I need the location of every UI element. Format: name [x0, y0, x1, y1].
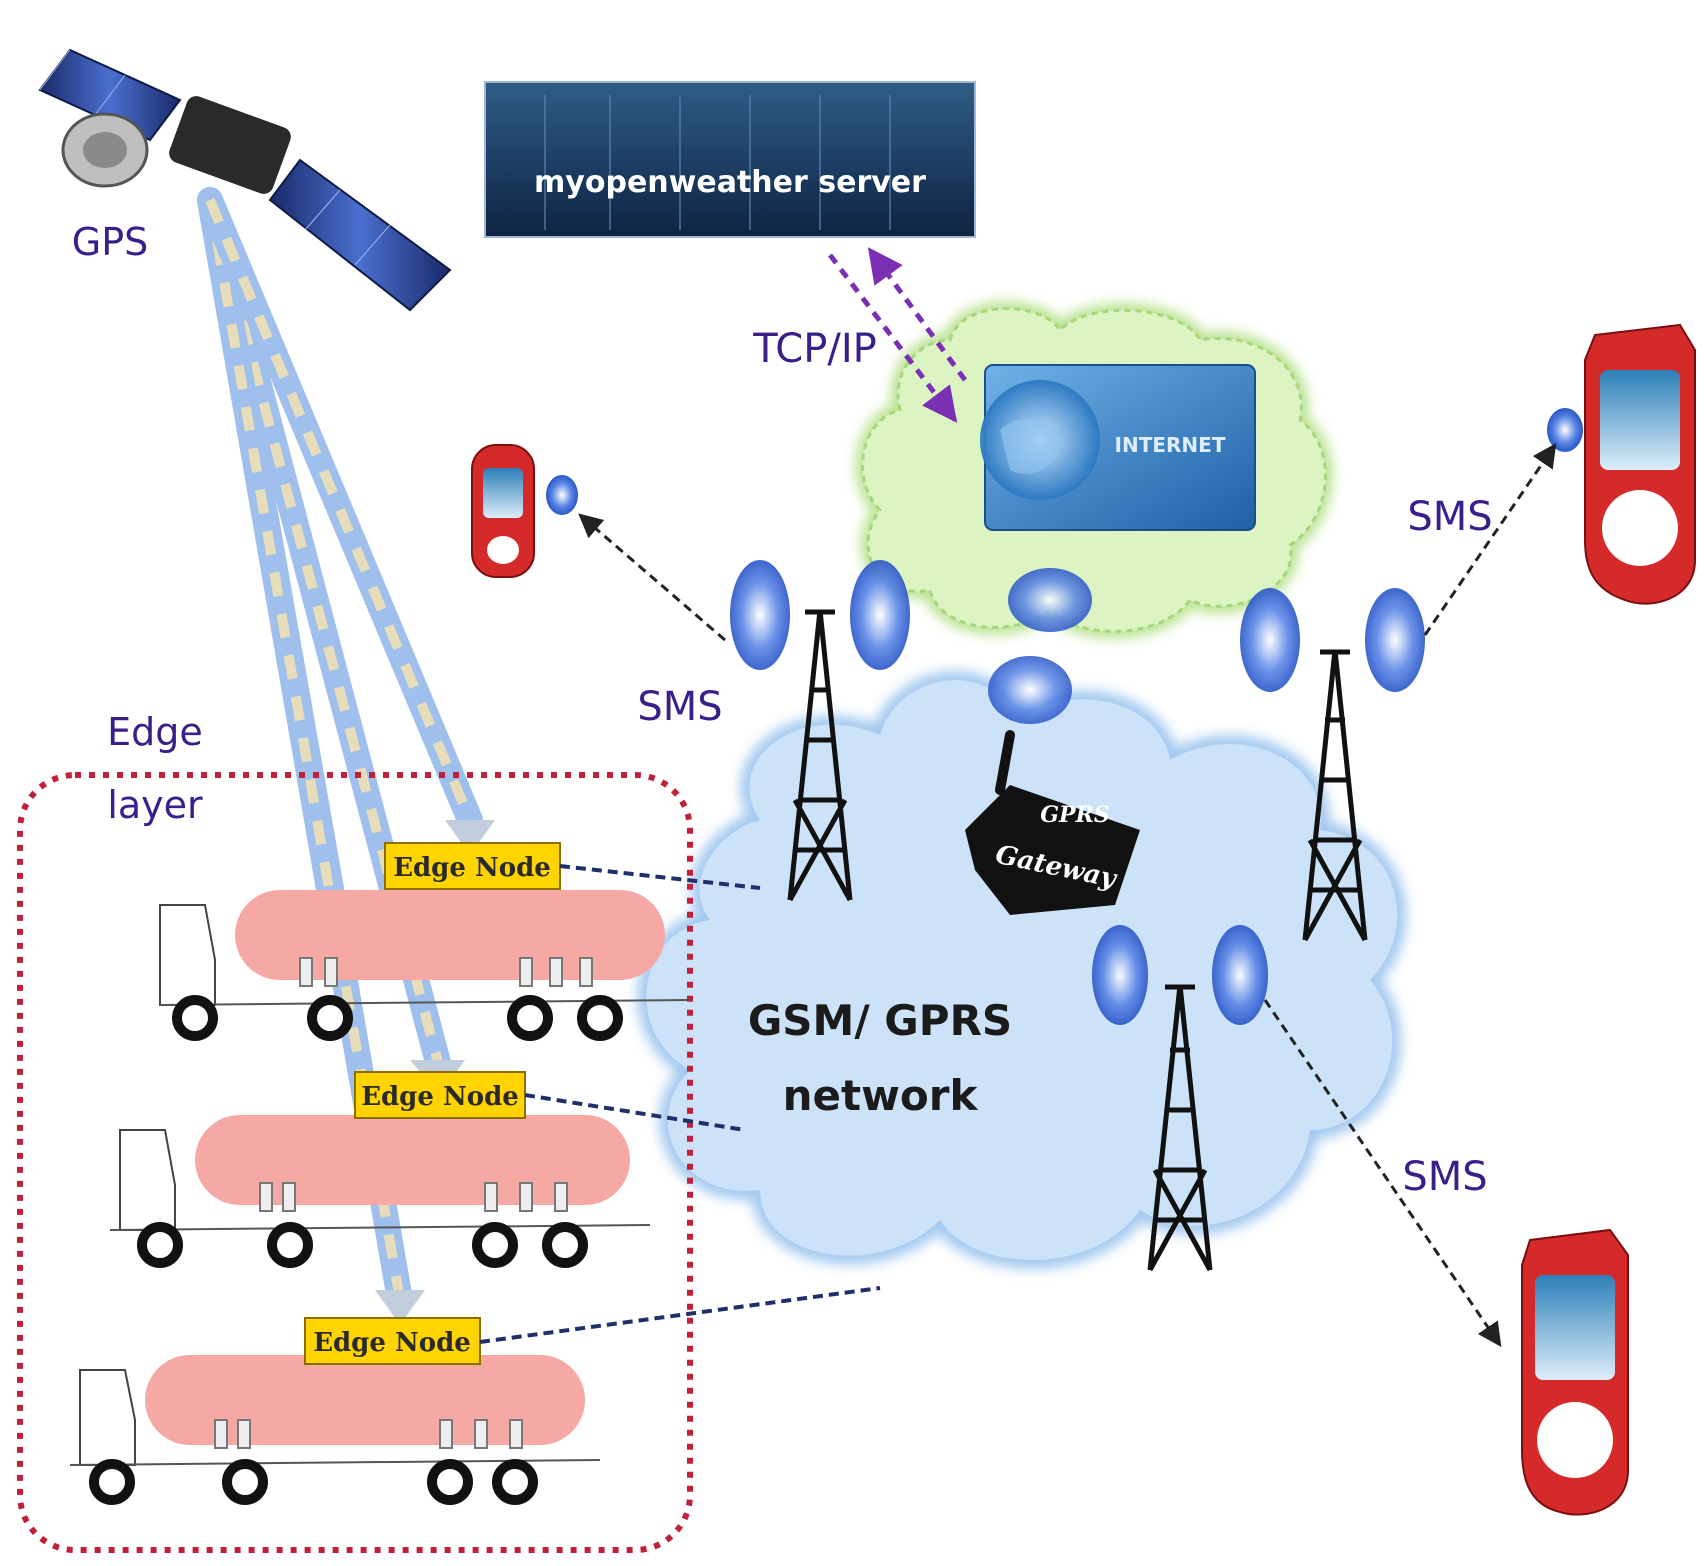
phone-icon	[1521, 1228, 1629, 1516]
sms-links	[578, 443, 1557, 1347]
tower-icon	[1240, 588, 1425, 942]
gps-label: GPS	[72, 220, 148, 264]
wave-icon	[988, 568, 1092, 724]
internet-icon: INTERNET	[980, 364, 1256, 531]
edge-node: Edge Node	[384, 842, 561, 890]
gprs-gateway-icon: GPRS Gateway	[965, 730, 1140, 915]
gateway-label-1: GPRS	[1040, 802, 1110, 828]
sms-label-1: SMS	[637, 684, 722, 730]
sms-label-2: SMS	[1407, 494, 1492, 540]
tcpip-link	[828, 247, 968, 423]
tower-icon	[730, 560, 910, 902]
phone-icon	[1547, 323, 1696, 605]
tower-icon	[1092, 925, 1268, 1272]
server-label: myopenweather server	[534, 165, 926, 200]
edge-label-2: layer	[107, 783, 203, 827]
server-icon: myopenweather server	[484, 81, 976, 238]
edge-layer-box	[17, 772, 693, 1553]
truck-icon	[109, 1115, 651, 1268]
edge-node: Edge Node	[304, 1317, 481, 1365]
edge-node: Edge Node	[354, 1071, 526, 1119]
phone-icon	[471, 444, 578, 578]
internet-label: INTERNET	[1115, 433, 1226, 457]
network-label-1: GSM/ GPRS	[748, 996, 1012, 1045]
satellite-icon	[38, 48, 452, 312]
edge-links	[479, 864, 881, 1344]
sms-label-3: SMS	[1402, 1154, 1487, 1200]
truck-icon	[159, 890, 691, 1041]
gsm-gprs-cloud	[637, 671, 1407, 1269]
edge-label-1: Edge	[107, 710, 203, 754]
edge-node-label: Edge Node	[313, 1328, 471, 1358]
truck-icon	[69, 1355, 601, 1505]
tcpip-label: TCP/IP	[752, 326, 877, 372]
edge-node-label: Edge Node	[361, 1082, 519, 1112]
edge-node-label: Edge Node	[393, 853, 551, 883]
network-label-2: network	[783, 1071, 979, 1120]
